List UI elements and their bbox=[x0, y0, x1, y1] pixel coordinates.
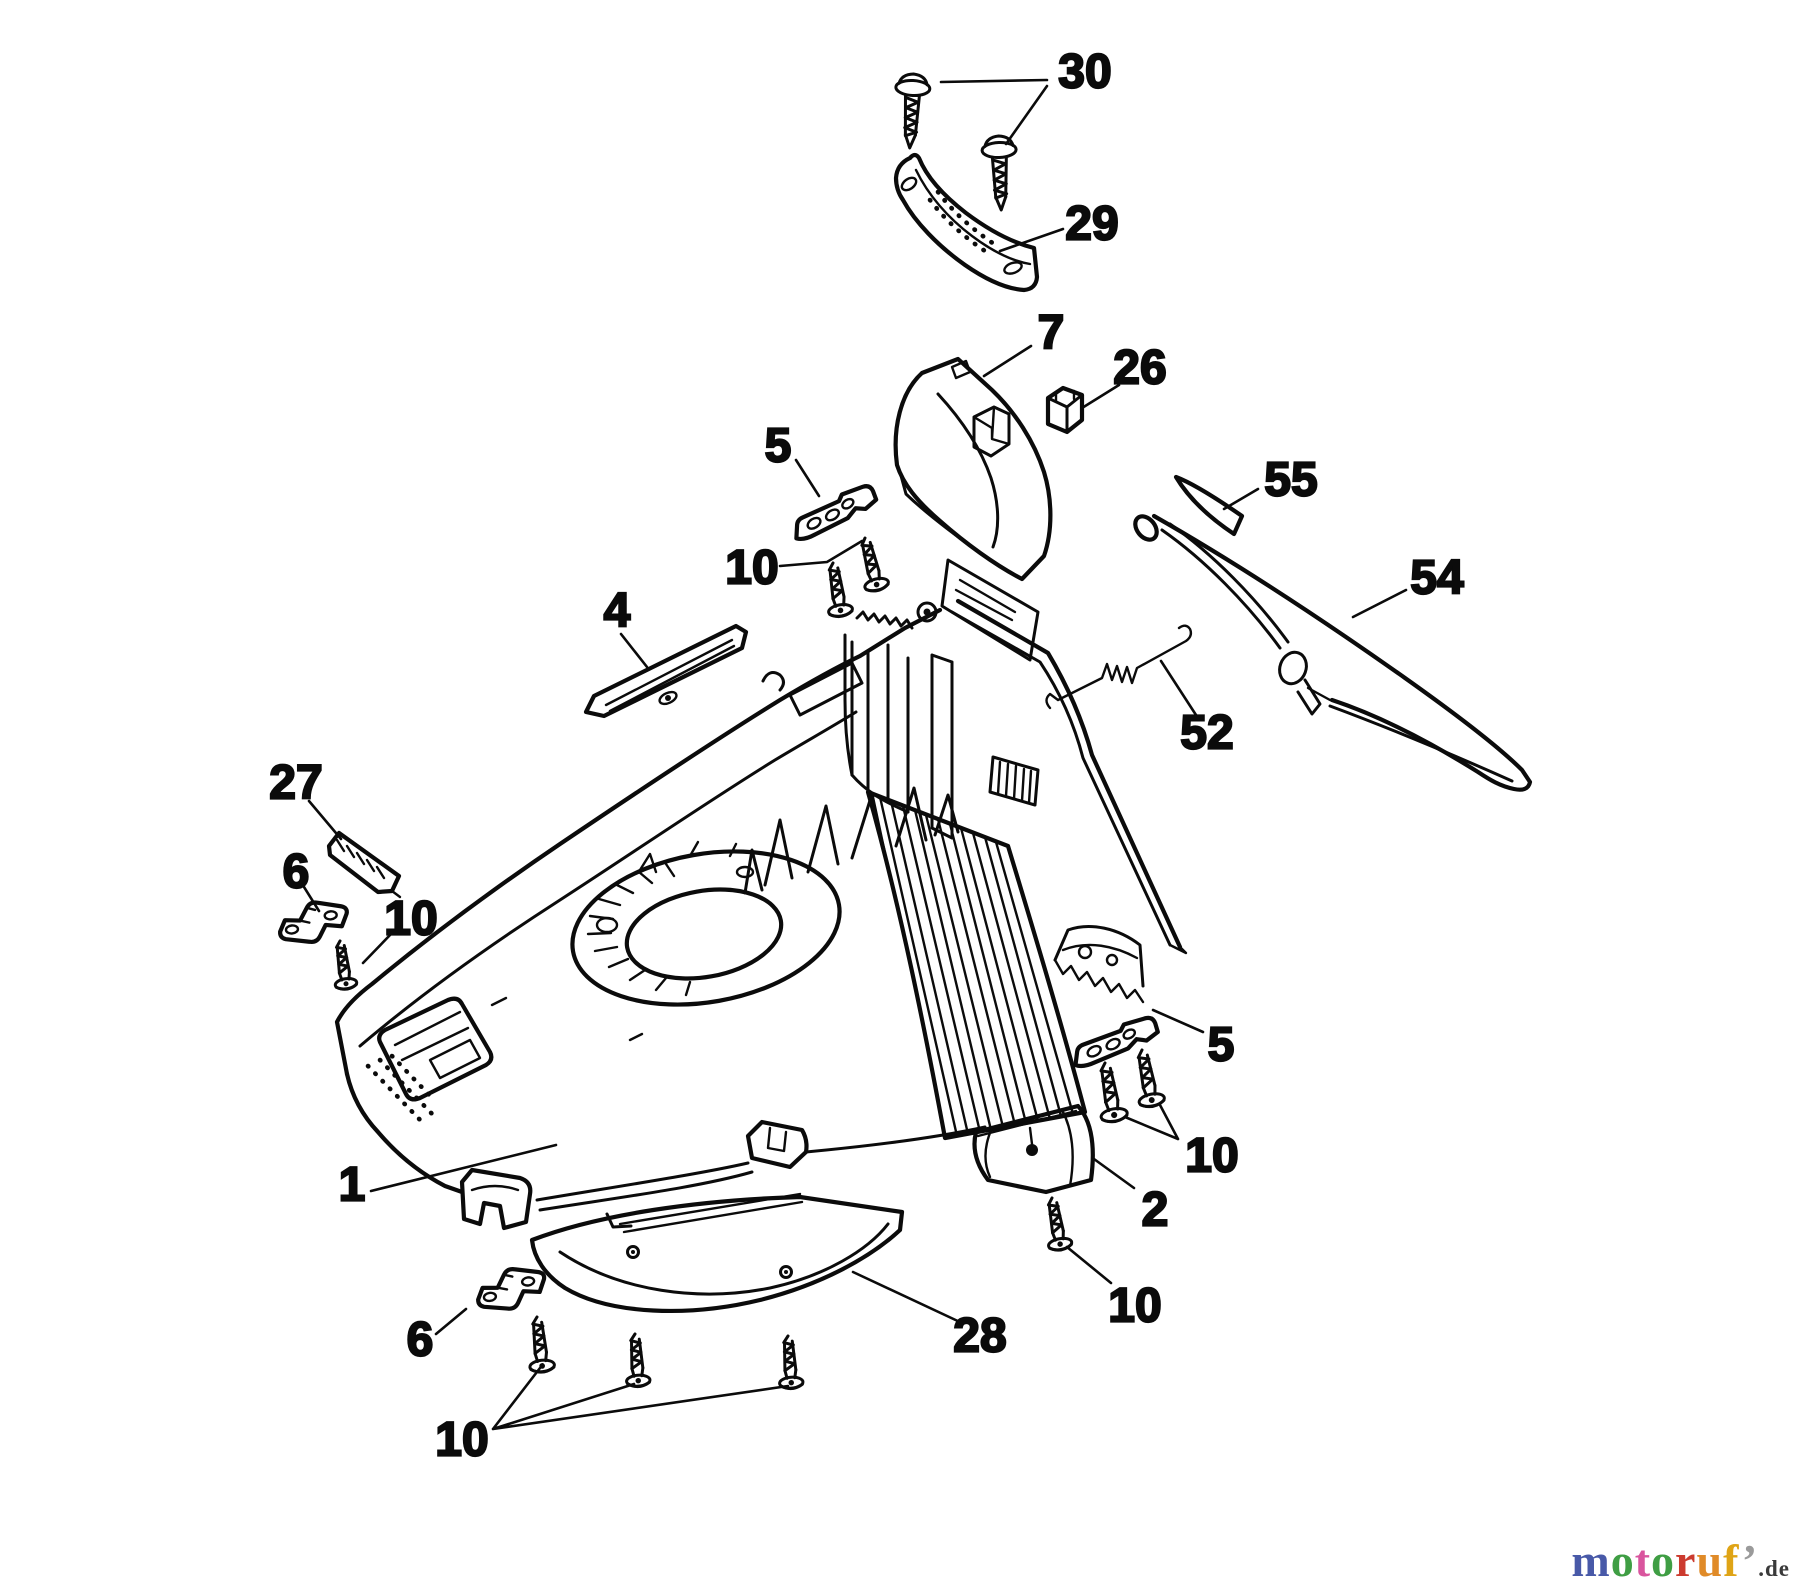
leader-7 bbox=[982, 344, 1033, 378]
bracket-5-right bbox=[1069, 1009, 1161, 1076]
callout-label-bracket-left: 5 bbox=[765, 420, 792, 473]
leader-1 bbox=[369, 1143, 558, 1193]
screw-10-right-b bbox=[1128, 1046, 1167, 1111]
callout-label-lower-cover: 28 bbox=[953, 1310, 1006, 1363]
leader-28 bbox=[851, 1270, 964, 1325]
handle-29 bbox=[893, 152, 1040, 293]
screw-10-bottom-a bbox=[523, 1314, 557, 1375]
leader-5-right bbox=[1151, 1008, 1205, 1034]
strip-4 bbox=[583, 623, 749, 719]
watermark-logo-suffix: .de bbox=[1758, 1556, 1790, 1581]
leader-29 bbox=[998, 227, 1065, 253]
watermark-letter: u bbox=[1696, 1535, 1724, 1586]
leader-10-upper bbox=[778, 539, 864, 568]
callout-label-screws-upper: 10 bbox=[725, 542, 778, 595]
callout-label-screw-mid-left: 10 bbox=[384, 893, 437, 946]
callout-label-flap: 54 bbox=[1410, 552, 1464, 605]
watermark-letter: r bbox=[1675, 1535, 1697, 1586]
flap-54 bbox=[1133, 513, 1533, 792]
deck-1 bbox=[334, 598, 1188, 1231]
screw-30-a bbox=[891, 71, 933, 151]
screw-30-b bbox=[980, 133, 1020, 213]
screw-10-bottom-c bbox=[775, 1334, 805, 1391]
watermark-logo: motoruf’.de bbox=[1571, 1534, 1790, 1587]
callout-label-screws-bottom: 10 bbox=[435, 1414, 488, 1467]
screw-10-bottom-right bbox=[1039, 1194, 1074, 1254]
screw-10-upper-a bbox=[819, 559, 855, 620]
leader-30 bbox=[939, 78, 1049, 146]
callout-label-bracket-bottom: 6 bbox=[407, 1314, 434, 1367]
spring-52 bbox=[1045, 624, 1193, 710]
callout-label-insert: 55 bbox=[1264, 454, 1317, 507]
callout-label-cover: 7 bbox=[1038, 307, 1065, 360]
callout-label-screws-top: 30 bbox=[1058, 46, 1111, 99]
leader-27 bbox=[307, 799, 343, 841]
screw-10-right-a bbox=[1090, 1059, 1130, 1126]
screw-30-group bbox=[891, 71, 1020, 213]
insert-55 bbox=[1173, 474, 1245, 537]
cover-7 bbox=[893, 356, 1053, 662]
watermark-letter: ’ bbox=[1741, 1535, 1759, 1586]
callout-label-plate: 2 bbox=[1142, 1184, 1169, 1237]
leader-5-left bbox=[794, 458, 821, 498]
callout-label-block: 26 bbox=[1113, 342, 1166, 395]
bracket-6-bottom bbox=[474, 1265, 547, 1313]
watermark-letter: o bbox=[1651, 1535, 1676, 1586]
callout-label-bracket-mid-left: 6 bbox=[283, 846, 310, 899]
callout-label-screw-bottom-right: 10 bbox=[1108, 1280, 1161, 1333]
screw-10-mid-left bbox=[328, 938, 359, 992]
leader-4 bbox=[619, 632, 649, 669]
watermark-logo-word: motoruf’ bbox=[1571, 1535, 1758, 1586]
plate-2 bbox=[972, 1103, 1095, 1195]
watermark-letter: m bbox=[1571, 1535, 1611, 1586]
lower-cover-28 bbox=[529, 1192, 905, 1313]
leader-10-mid-left bbox=[361, 932, 393, 965]
screw-10-bottom-b bbox=[622, 1332, 652, 1389]
leader-10-bottom bbox=[491, 1366, 790, 1431]
bracket-6-left bbox=[277, 899, 349, 945]
leader-55 bbox=[1222, 487, 1260, 511]
leader-lines bbox=[302, 78, 1408, 1431]
watermark-letter: o bbox=[1610, 1535, 1635, 1586]
callout-label-bracket-ribbed: 27 bbox=[269, 757, 322, 810]
callout-label-handle: 29 bbox=[1065, 198, 1118, 251]
leader-2 bbox=[1092, 1157, 1136, 1190]
block-26 bbox=[1045, 385, 1085, 435]
leader-54 bbox=[1351, 588, 1408, 619]
callout-label-bracket-right: 5 bbox=[1208, 1019, 1235, 1072]
callout-label-screws-right: 10 bbox=[1185, 1130, 1238, 1183]
leader-10-right bbox=[1123, 1103, 1180, 1141]
leader-6-bottom bbox=[434, 1307, 468, 1336]
bracket-27 bbox=[326, 830, 402, 899]
watermark-letter: f bbox=[1723, 1535, 1742, 1586]
callout-label-deck: 1 bbox=[339, 1159, 366, 1212]
leader-52 bbox=[1159, 659, 1198, 717]
leader-10-bottom-right bbox=[1065, 1245, 1113, 1285]
callout-label-spring: 52 bbox=[1180, 707, 1233, 760]
watermark-letter: t bbox=[1634, 1535, 1652, 1586]
callout-label-strip: 4 bbox=[604, 585, 631, 638]
leader-26 bbox=[1080, 383, 1121, 410]
leader-6-left bbox=[302, 885, 321, 913]
